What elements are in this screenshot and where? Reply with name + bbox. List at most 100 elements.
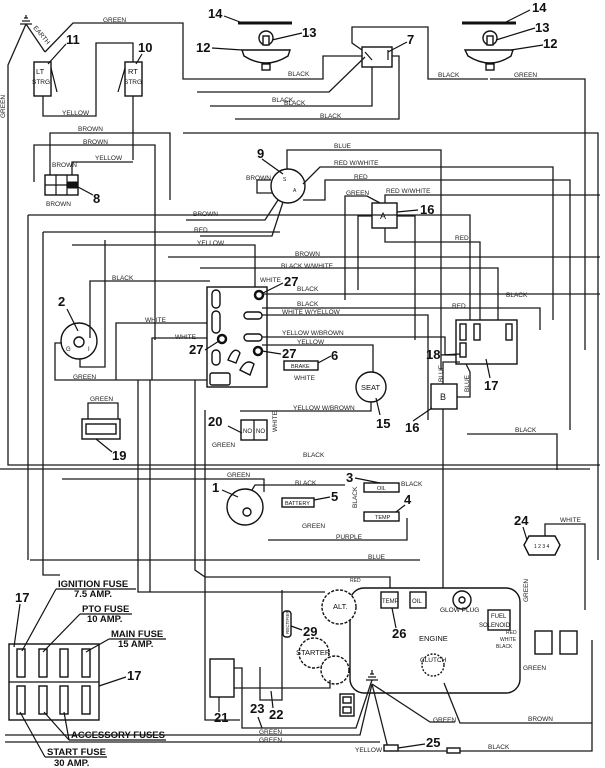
wire-label: GREEN bbox=[227, 472, 250, 479]
light-switch-2: G I bbox=[60, 322, 98, 360]
callout-20: 20 bbox=[208, 414, 222, 429]
wire-label: BROWN bbox=[83, 139, 108, 146]
wire-blue-b bbox=[457, 363, 471, 398]
ignition-fuse-label: IGNITION FUSE bbox=[58, 579, 128, 590]
callout-17: 17 bbox=[15, 590, 29, 605]
battery-21 bbox=[209, 658, 235, 698]
wire-label: BROWN bbox=[193, 211, 218, 218]
wire-label: BLACK bbox=[352, 486, 359, 508]
callout-19: 19 bbox=[112, 448, 126, 463]
callout-21: 21 bbox=[214, 710, 228, 725]
seat-switch-15: SEAT bbox=[355, 371, 387, 403]
wire-red-9 bbox=[303, 179, 571, 430]
wire-label: WHITE bbox=[145, 317, 167, 324]
svg-text:G: G bbox=[66, 347, 71, 353]
wire-label: BROWN bbox=[528, 716, 553, 723]
wire-label: GREEN bbox=[523, 579, 530, 602]
callout-14: 14 bbox=[208, 6, 223, 21]
glow-plug: GLOW PLUG bbox=[440, 590, 479, 614]
callout-16: 16 bbox=[420, 202, 434, 217]
wire-red-white-16 bbox=[384, 194, 600, 203]
svg-text:OIL: OIL bbox=[412, 599, 422, 605]
wire-label: BLUE bbox=[464, 374, 471, 392]
engine-block: ENGINE bbox=[349, 587, 521, 694]
svg-text:TEMP: TEMP bbox=[382, 599, 399, 605]
wire-label: RED W/WHITE bbox=[334, 160, 379, 167]
wire-label: BLACK bbox=[515, 427, 537, 434]
pto-fuse-rating: 10 AMP. bbox=[87, 614, 122, 625]
wire-yellow-bot bbox=[371, 683, 389, 749]
svg-text:STRG: STRG bbox=[124, 79, 142, 86]
wire-label: WHITE bbox=[260, 277, 282, 284]
wire-vertical bbox=[259, 590, 283, 701]
wire-label: BLACK bbox=[401, 481, 423, 488]
fuse-block-17 bbox=[455, 319, 518, 365]
fuse-holder bbox=[339, 693, 355, 717]
wire-yellow-brown bbox=[262, 336, 460, 356]
svg-text:STRG: STRG bbox=[32, 79, 50, 86]
wire-brown-mid bbox=[28, 214, 471, 340]
callout-6: 6 bbox=[331, 348, 338, 363]
callout-17: 17 bbox=[484, 378, 498, 393]
wire-label: WHITE bbox=[175, 334, 197, 341]
wire-white-b bbox=[151, 337, 210, 380]
wire-label: RED bbox=[452, 303, 466, 310]
wire-black-bot bbox=[398, 723, 593, 752]
svg-text:SOLENOID: SOLENOID bbox=[479, 623, 511, 629]
wire-yellow-6 bbox=[262, 344, 374, 378]
voltage-regulator-24: 1 2 3 4 bbox=[523, 535, 561, 556]
svg-text:ENGINE: ENGINE bbox=[419, 634, 448, 643]
callout-24: 24 bbox=[514, 513, 529, 528]
wire-label: GREEN bbox=[259, 737, 282, 744]
wire-brown-bot bbox=[443, 640, 593, 724]
wire-label: BROWN bbox=[52, 162, 77, 169]
wire-green-16 bbox=[344, 195, 381, 300]
pto-switch-20: NO NO bbox=[240, 419, 268, 441]
pto-switch bbox=[361, 46, 393, 68]
svg-text:S: S bbox=[283, 177, 287, 183]
connector-25 bbox=[383, 744, 461, 754]
wire-green-2 bbox=[54, 342, 240, 381]
wire-black-16b bbox=[467, 433, 558, 470]
svg-text:SEAT: SEAT bbox=[361, 383, 380, 392]
wire-label: YELLOW W/BROWN bbox=[293, 405, 355, 412]
wire-label: BROWN bbox=[46, 201, 71, 208]
wire-green-1 bbox=[62, 478, 265, 492]
wire-black-27b bbox=[262, 307, 541, 330]
wire-2-down bbox=[79, 240, 106, 368]
wire-label: WHITE bbox=[560, 517, 582, 524]
wire-16-right bbox=[397, 215, 416, 340]
safety-interlock-board bbox=[206, 286, 268, 388]
callout-7: 7 bbox=[407, 32, 414, 47]
wire-label: WHITE bbox=[272, 410, 279, 432]
wire-label: BROWN bbox=[78, 126, 103, 133]
wire-label: YELLOW bbox=[95, 155, 123, 162]
callout-25: 25 bbox=[426, 735, 440, 750]
wire-label: GREEN bbox=[433, 717, 456, 724]
wire-label: BLACK bbox=[295, 480, 317, 487]
callout-29: 29 bbox=[303, 624, 317, 639]
engine-oil-sensor: OIL bbox=[409, 591, 427, 609]
wire-label: GREEN bbox=[0, 95, 7, 118]
wire-label: WHITE bbox=[500, 637, 517, 643]
starter: STARTER bbox=[296, 637, 350, 685]
wire-label: BLACK bbox=[303, 452, 325, 459]
wire-label: BLACK bbox=[438, 72, 460, 79]
clutch: CLUTCH bbox=[420, 653, 447, 677]
wire-label: BLACK bbox=[297, 286, 319, 293]
wire-black-2 bbox=[89, 280, 210, 338]
wire-label: BLACK bbox=[488, 744, 510, 751]
wire-red-white-9 bbox=[302, 166, 554, 320]
svg-text:BRAKE: BRAKE bbox=[291, 364, 310, 370]
battery-light-5: BATTERY bbox=[281, 497, 315, 508]
wire-label: RED W/WHITE bbox=[386, 188, 431, 195]
wire-white-a bbox=[115, 322, 210, 380]
wire-yellow-brown-seat bbox=[240, 402, 372, 412]
svg-text:1 2 3 4: 1 2 3 4 bbox=[534, 544, 550, 550]
wire-label: BLACK bbox=[112, 275, 134, 282]
wire-green-left bbox=[7, 23, 600, 466]
wire-label: YELLOW bbox=[62, 110, 90, 117]
headlight-right bbox=[462, 21, 516, 71]
wire-label: BLACK bbox=[272, 97, 294, 104]
wire-label: GREEN bbox=[514, 72, 537, 79]
